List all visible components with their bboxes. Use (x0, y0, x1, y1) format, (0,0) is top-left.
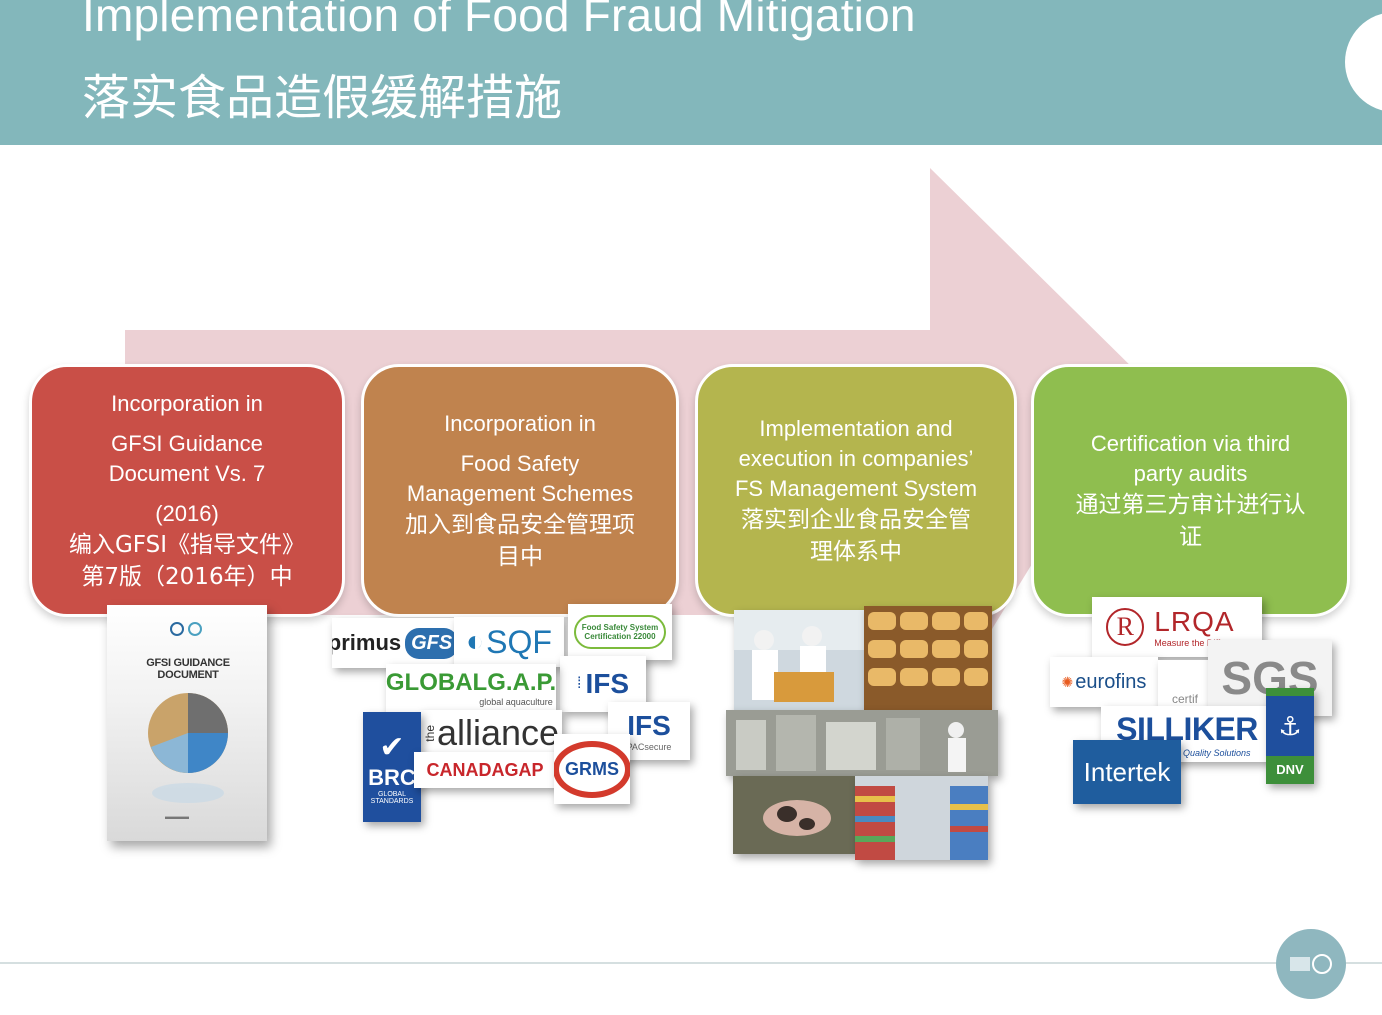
silliker-logo: SILLIKER Food Safety & Quality Solutions (1101, 706, 1273, 762)
photo-processing-plant (726, 710, 998, 776)
dnv-text: DNV (1276, 761, 1304, 777)
silliker-tagline: Food Safety & Quality Solutions (1123, 747, 1251, 758)
step-company-implementation: Implementation and execution in companie… (695, 364, 1017, 617)
lrqa-r-icon: R (1106, 608, 1145, 646)
step1-line2: GFSI Guidance (111, 430, 263, 456)
gfsi-guidance-document-cover: GFSI GUIDANCE DOCUMENT ▬▬▬ (107, 605, 267, 841)
brc-subtext: GLOBAL STANDARDS (370, 790, 414, 805)
step-third-party-certification: Certification via third party audits 通过第… (1031, 364, 1350, 617)
certif-text: certif (1171, 692, 1198, 706)
sqf-text: SQF (486, 623, 552, 660)
footer-divider (0, 962, 1382, 964)
grms-text: GRMS (554, 740, 630, 798)
step2-line1: Incorporation in (444, 410, 596, 436)
step4-chinese-line2: 证 (1179, 523, 1202, 550)
alliance-text: alliance (436, 712, 560, 753)
step1-line4: (2016) (155, 500, 219, 526)
certification-fragment-logo: certif (1158, 660, 1212, 710)
lrqa-tagline: Measure the Difference (1154, 638, 1248, 648)
slide-title-english: Implementation of Food Fraud Mitigation (82, 0, 916, 41)
alliance-prefix: the (422, 724, 437, 742)
step4-chinese-line1: 通过第三方审计进行认 (1075, 491, 1306, 518)
globalgap-logo: GLOBALG.A.P. global aquaculture (386, 664, 556, 712)
step1-line1: Incorporation in (111, 390, 263, 416)
gfsi-logo-icon (169, 621, 205, 639)
globalgap-text: GLOBALG.A.P. (386, 669, 556, 696)
the-alliance-logo: the alliance (420, 710, 562, 756)
photo-supermarket (855, 776, 988, 860)
canadagap-text: CANADAGAP (426, 759, 544, 780)
ifs-pac-subtext: PACsecure (626, 742, 672, 752)
sqf-swoosh-icon: ◐ (466, 625, 485, 658)
dnv-logo: ⚓ DNV (1266, 688, 1314, 784)
pie-chart-icon (148, 693, 228, 803)
slide-title-chinese: 落实食品造假缓解措施 (82, 70, 563, 126)
step3-line3: FS Management System (734, 475, 978, 501)
brc-global-standards-logo: ✔ BRC GLOBAL STANDARDS (363, 712, 421, 822)
eurofins-dots-icon: ✺ (1061, 673, 1074, 690)
eurofins-logo: ✺ eurofins (1050, 657, 1158, 707)
ifs-pac-text: IFS (627, 710, 671, 741)
canadagap-logo: CANADAGAP (414, 752, 556, 788)
lrqa-text: LRQA (1154, 606, 1235, 637)
step2-line2: Food Safety (460, 450, 580, 476)
document-cover-title: GFSI GUIDANCE DOCUMENT (146, 657, 230, 681)
primus-text: primus (332, 630, 402, 655)
grms-logo: GRMS (554, 734, 630, 804)
fssc-text: Food Safety System Certification 22000 (574, 615, 666, 649)
sqf-logo: ◐ SQF (454, 617, 564, 667)
photo-pigs (733, 776, 855, 854)
step1-chinese-line2: 第7版（2016年）中 (81, 563, 293, 590)
photo-food-workers (734, 610, 864, 710)
fssc-22000-logo: Food Safety System Certification 22000 (568, 604, 672, 660)
step4-line1: Certification via third (1090, 430, 1291, 456)
step1-chinese-line1: 编入GFSI《指导文件》 (68, 531, 306, 558)
ifs-text: IFS (585, 668, 629, 699)
eurofins-text: eurofins (1075, 670, 1147, 693)
photo-bread-loaves (864, 606, 992, 710)
document-footer-mark: ▬▬▬ (165, 812, 189, 821)
step-gfsi-guidance: Incorporation in GFSI Guidance Document … (29, 364, 345, 617)
brc-check-icon: ✔ (379, 730, 405, 764)
brc-text: BRC (368, 764, 416, 790)
step4-line2: party audits (1133, 460, 1248, 486)
title-banner: Implementation of Food Fraud Mitigation … (0, 0, 1382, 145)
step3-line1: Implementation and (759, 415, 953, 441)
footer-logo-icon (1276, 929, 1346, 999)
dnv-ship-icon: ⚓ (1266, 695, 1314, 756)
step2-line3: Management Schemes (406, 480, 634, 506)
step3-line2: execution in companies’ (738, 445, 974, 471)
step3-chinese-line1: 落实到企业食品安全管 (741, 506, 971, 533)
ifs-dots-icon: ⁞ (576, 675, 582, 692)
step3-chinese-line2: 理体系中 (810, 538, 902, 565)
globalgap-subtext: global aquaculture (479, 697, 553, 707)
primus-gfs-logo: primus GFS (332, 618, 454, 668)
intertek-logo: Intertek (1073, 740, 1181, 804)
step2-chinese-line1: 加入到食品安全管理项 (405, 511, 635, 538)
step1-line3: Document Vs. 7 (108, 460, 266, 486)
intertek-text: Intertek (1083, 756, 1171, 787)
step2-chinese-line2: 目中 (497, 543, 543, 570)
gfs-badge: GFS (405, 627, 454, 659)
step-fs-schemes: Incorporation in Food Safety Management … (361, 364, 679, 617)
lrqa-text-group: LRQA Measure the Difference (1154, 606, 1247, 648)
